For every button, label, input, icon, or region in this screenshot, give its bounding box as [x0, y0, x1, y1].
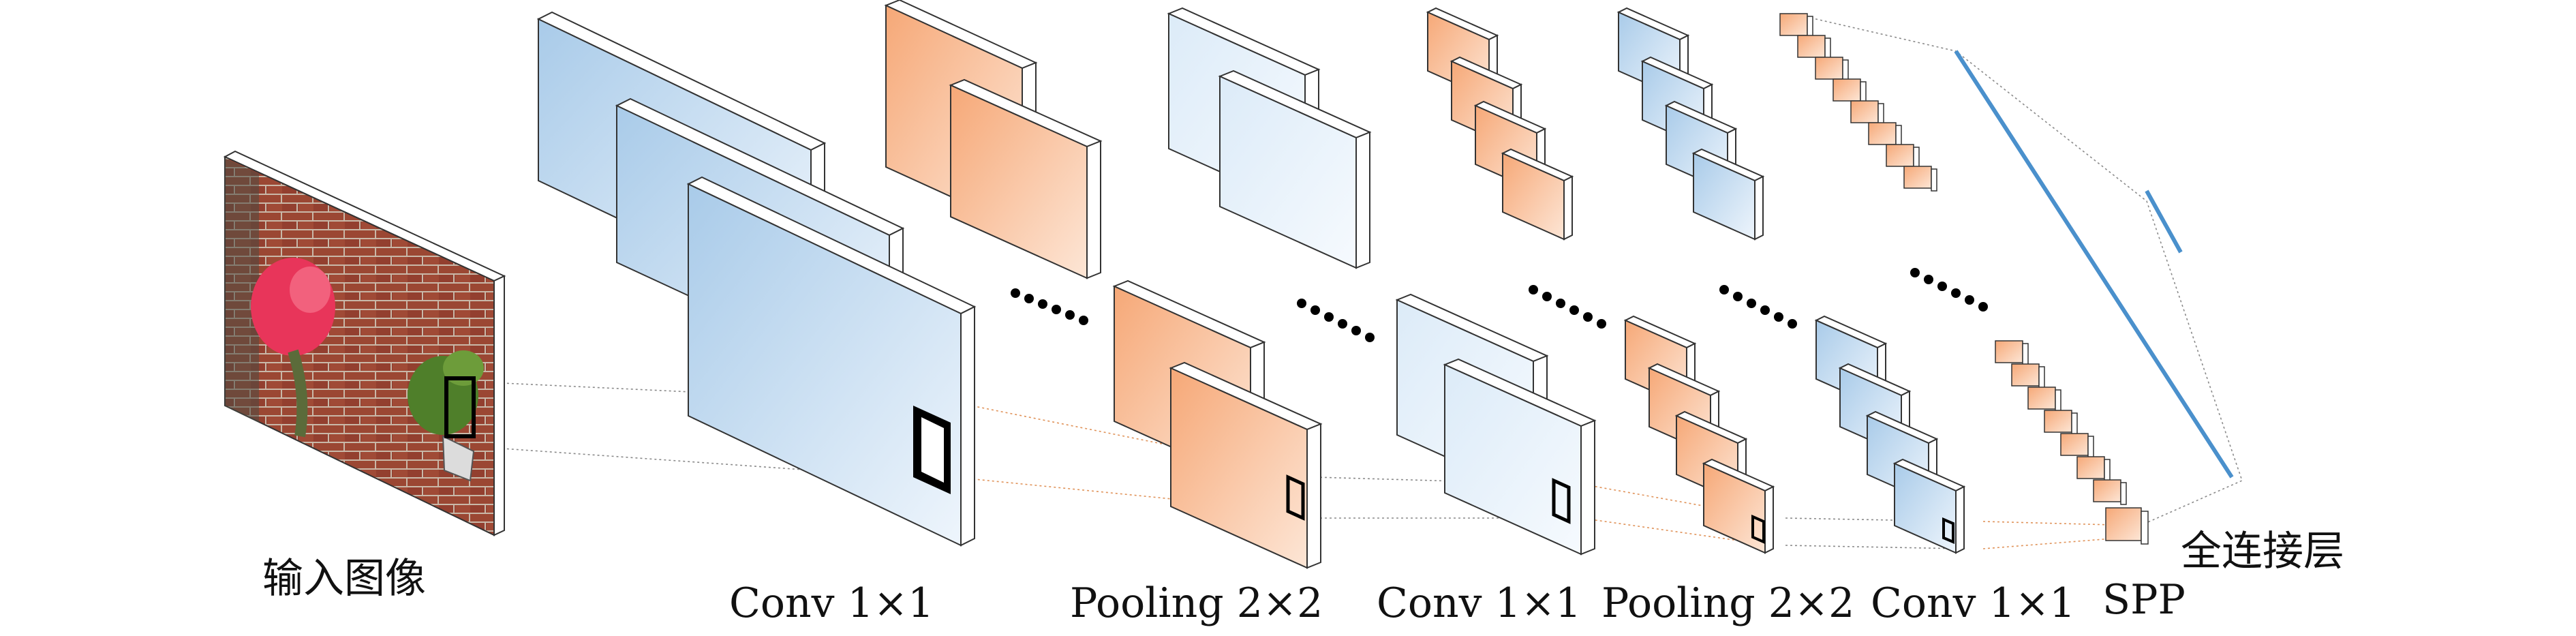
- conv2-top: [1167, 7, 1372, 269]
- conv1-block: [536, 11, 977, 547]
- continuation-dots-icon: [1719, 285, 1797, 329]
- continuation-dots-icon: [1011, 288, 1088, 325]
- pool2-bottom: [1623, 315, 1775, 554]
- label-pool2: Pooling 2×2: [1601, 579, 1855, 627]
- conv3-top: [1616, 7, 1765, 241]
- pool2-top: [1426, 7, 1574, 241]
- continuation-dots-icon: [1529, 285, 1606, 329]
- label-input-image: 输入图像: [262, 555, 426, 603]
- spp-bottom-stack: [1995, 340, 2149, 545]
- label-spp: SPP: [2102, 576, 2186, 624]
- label-pool1: Pooling 2×2: [1070, 579, 1323, 627]
- fully-connected-layer: [1954, 50, 2234, 479]
- pool1-top: [884, 0, 1103, 279]
- label-fully-connected: 全连接层: [2181, 528, 2344, 575]
- conv3-bottom: [1814, 315, 1966, 554]
- receptive-field-window-icon: [444, 376, 476, 438]
- label-conv1: Conv 1×1: [729, 579, 934, 627]
- label-conv3: Conv 1×1: [1871, 579, 2076, 627]
- continuation-dots-icon: [1910, 268, 1988, 312]
- pool1-bottom: [1112, 279, 1323, 569]
- continuation-dots-icon: [1297, 299, 1375, 342]
- spp-top-stack: [1779, 13, 1937, 192]
- conv2-bottom: [1395, 293, 1597, 556]
- input-image: [223, 150, 506, 536]
- label-conv2: Conv 1×1: [1377, 579, 1582, 627]
